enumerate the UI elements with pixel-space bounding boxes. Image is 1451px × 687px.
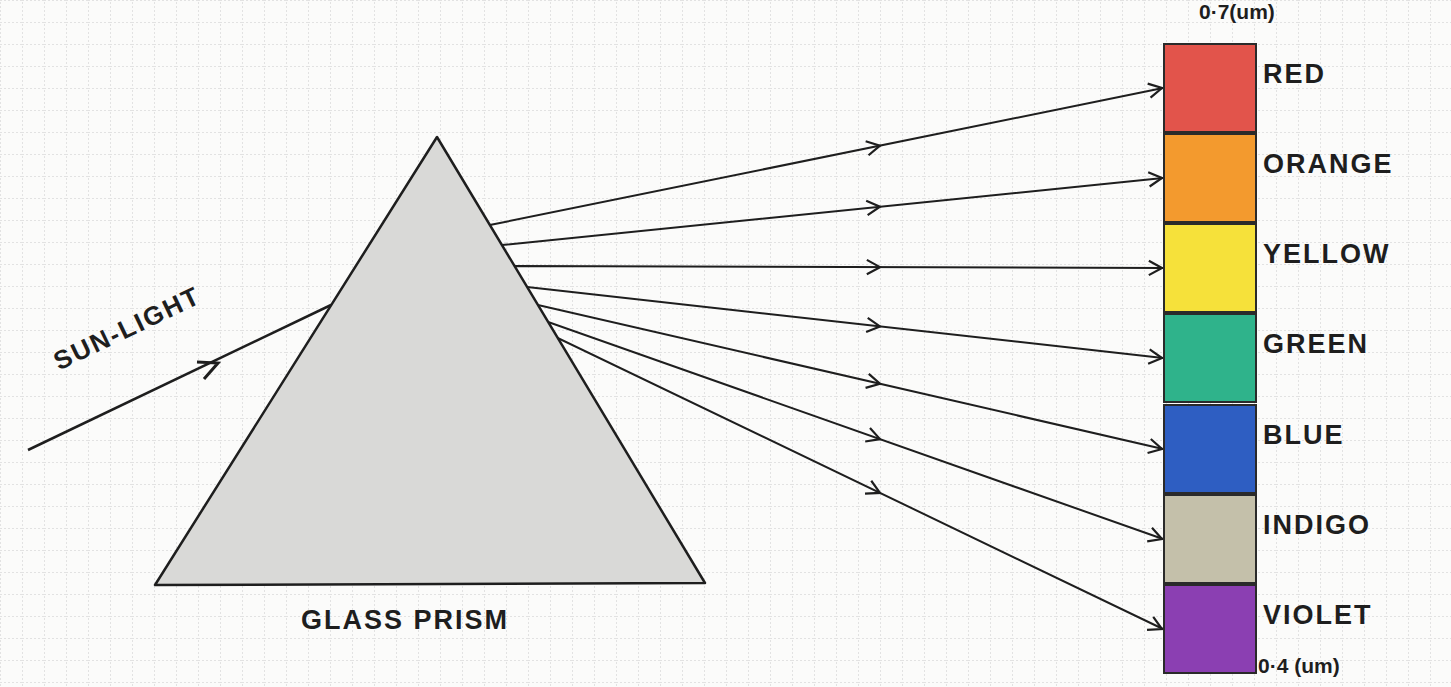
color-name: YELLOW [1263, 223, 1395, 270]
color-swatch [1163, 404, 1257, 494]
wavelength-label: 0·4 (um) [1258, 654, 1340, 678]
color-swatch [1163, 43, 1257, 133]
color-swatch [1163, 133, 1257, 223]
ray-label: SUN-LIGHT [49, 280, 206, 377]
color-band: RED [1163, 43, 1331, 131]
color-band: BLUE [1163, 404, 1349, 492]
color-swatch [1163, 494, 1257, 584]
color-name: BLUE [1263, 404, 1349, 451]
color-swatch [1163, 223, 1257, 313]
prism-label: GLASS PRISM [301, 605, 509, 636]
color-swatch [1163, 313, 1257, 403]
prism-node: GLASS PRISM [150, 130, 710, 650]
color-name: GREEN [1263, 313, 1374, 360]
color-band: INDIGO [1163, 494, 1376, 582]
color-band: YELLOW [1163, 223, 1395, 311]
color-band: ORANGE [1163, 133, 1398, 221]
prism-shape [150, 130, 710, 590]
color-band: GREEN [1163, 313, 1374, 401]
color-name: VIOLET [1263, 584, 1377, 631]
color-name: ORANGE [1263, 133, 1398, 180]
color-swatch [1163, 584, 1257, 674]
wavelength-label: 0·7(um) [1199, 0, 1275, 24]
color-name: INDIGO [1263, 494, 1376, 541]
color-name: RED [1263, 43, 1331, 90]
